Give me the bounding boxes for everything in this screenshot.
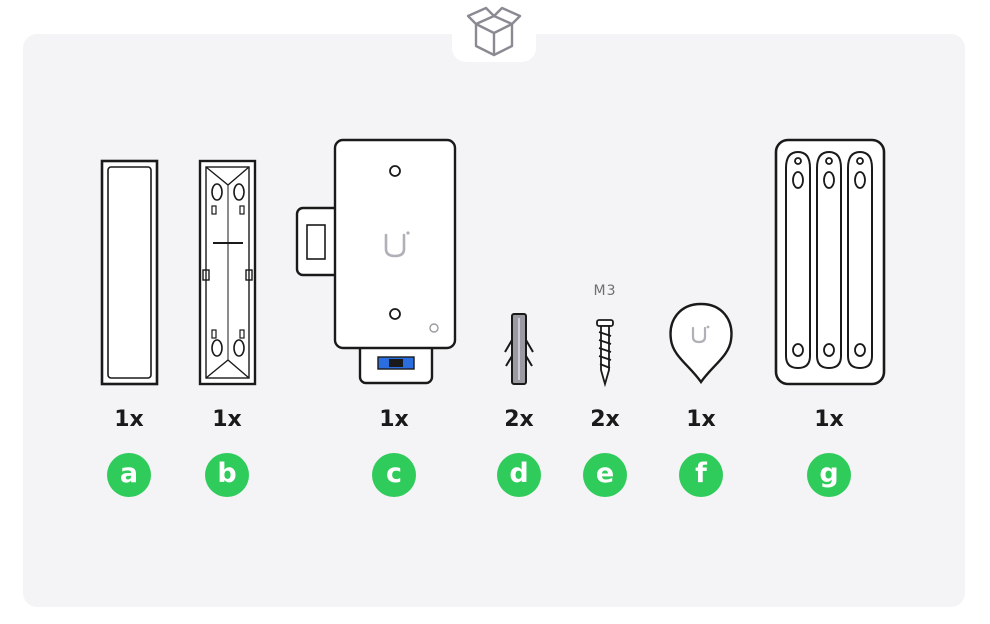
item-badge-b: b bbox=[205, 453, 249, 497]
item-badge-d: d bbox=[497, 453, 541, 497]
package-box-icon bbox=[466, 6, 522, 57]
magnet-icon bbox=[669, 302, 733, 385]
item-badge-g: g bbox=[807, 453, 851, 497]
item-badge-c: c bbox=[372, 453, 416, 497]
mounting-template-icon bbox=[295, 138, 457, 385]
box-badge bbox=[452, 0, 536, 62]
quantity-b: 1x bbox=[212, 407, 242, 432]
front-cover-icon bbox=[100, 159, 159, 386]
screw-icon bbox=[596, 319, 614, 388]
screw-spec-label: M3 bbox=[593, 283, 617, 299]
item-badge-e: e bbox=[583, 453, 627, 497]
item-badge-a: a bbox=[107, 453, 151, 497]
quantity-f: 1x bbox=[686, 407, 716, 432]
wall-anchor-icon bbox=[504, 313, 534, 385]
back-plate-icon bbox=[198, 159, 257, 386]
quantity-d: 2x bbox=[504, 407, 534, 432]
quantity-g: 1x bbox=[814, 407, 844, 432]
quantity-a: 1x bbox=[114, 407, 144, 432]
quantity-c: 1x bbox=[379, 407, 409, 432]
item-badge-f: f bbox=[679, 453, 723, 497]
adhesive-strips-icon bbox=[774, 138, 886, 386]
quantity-e: 2x bbox=[590, 407, 620, 432]
